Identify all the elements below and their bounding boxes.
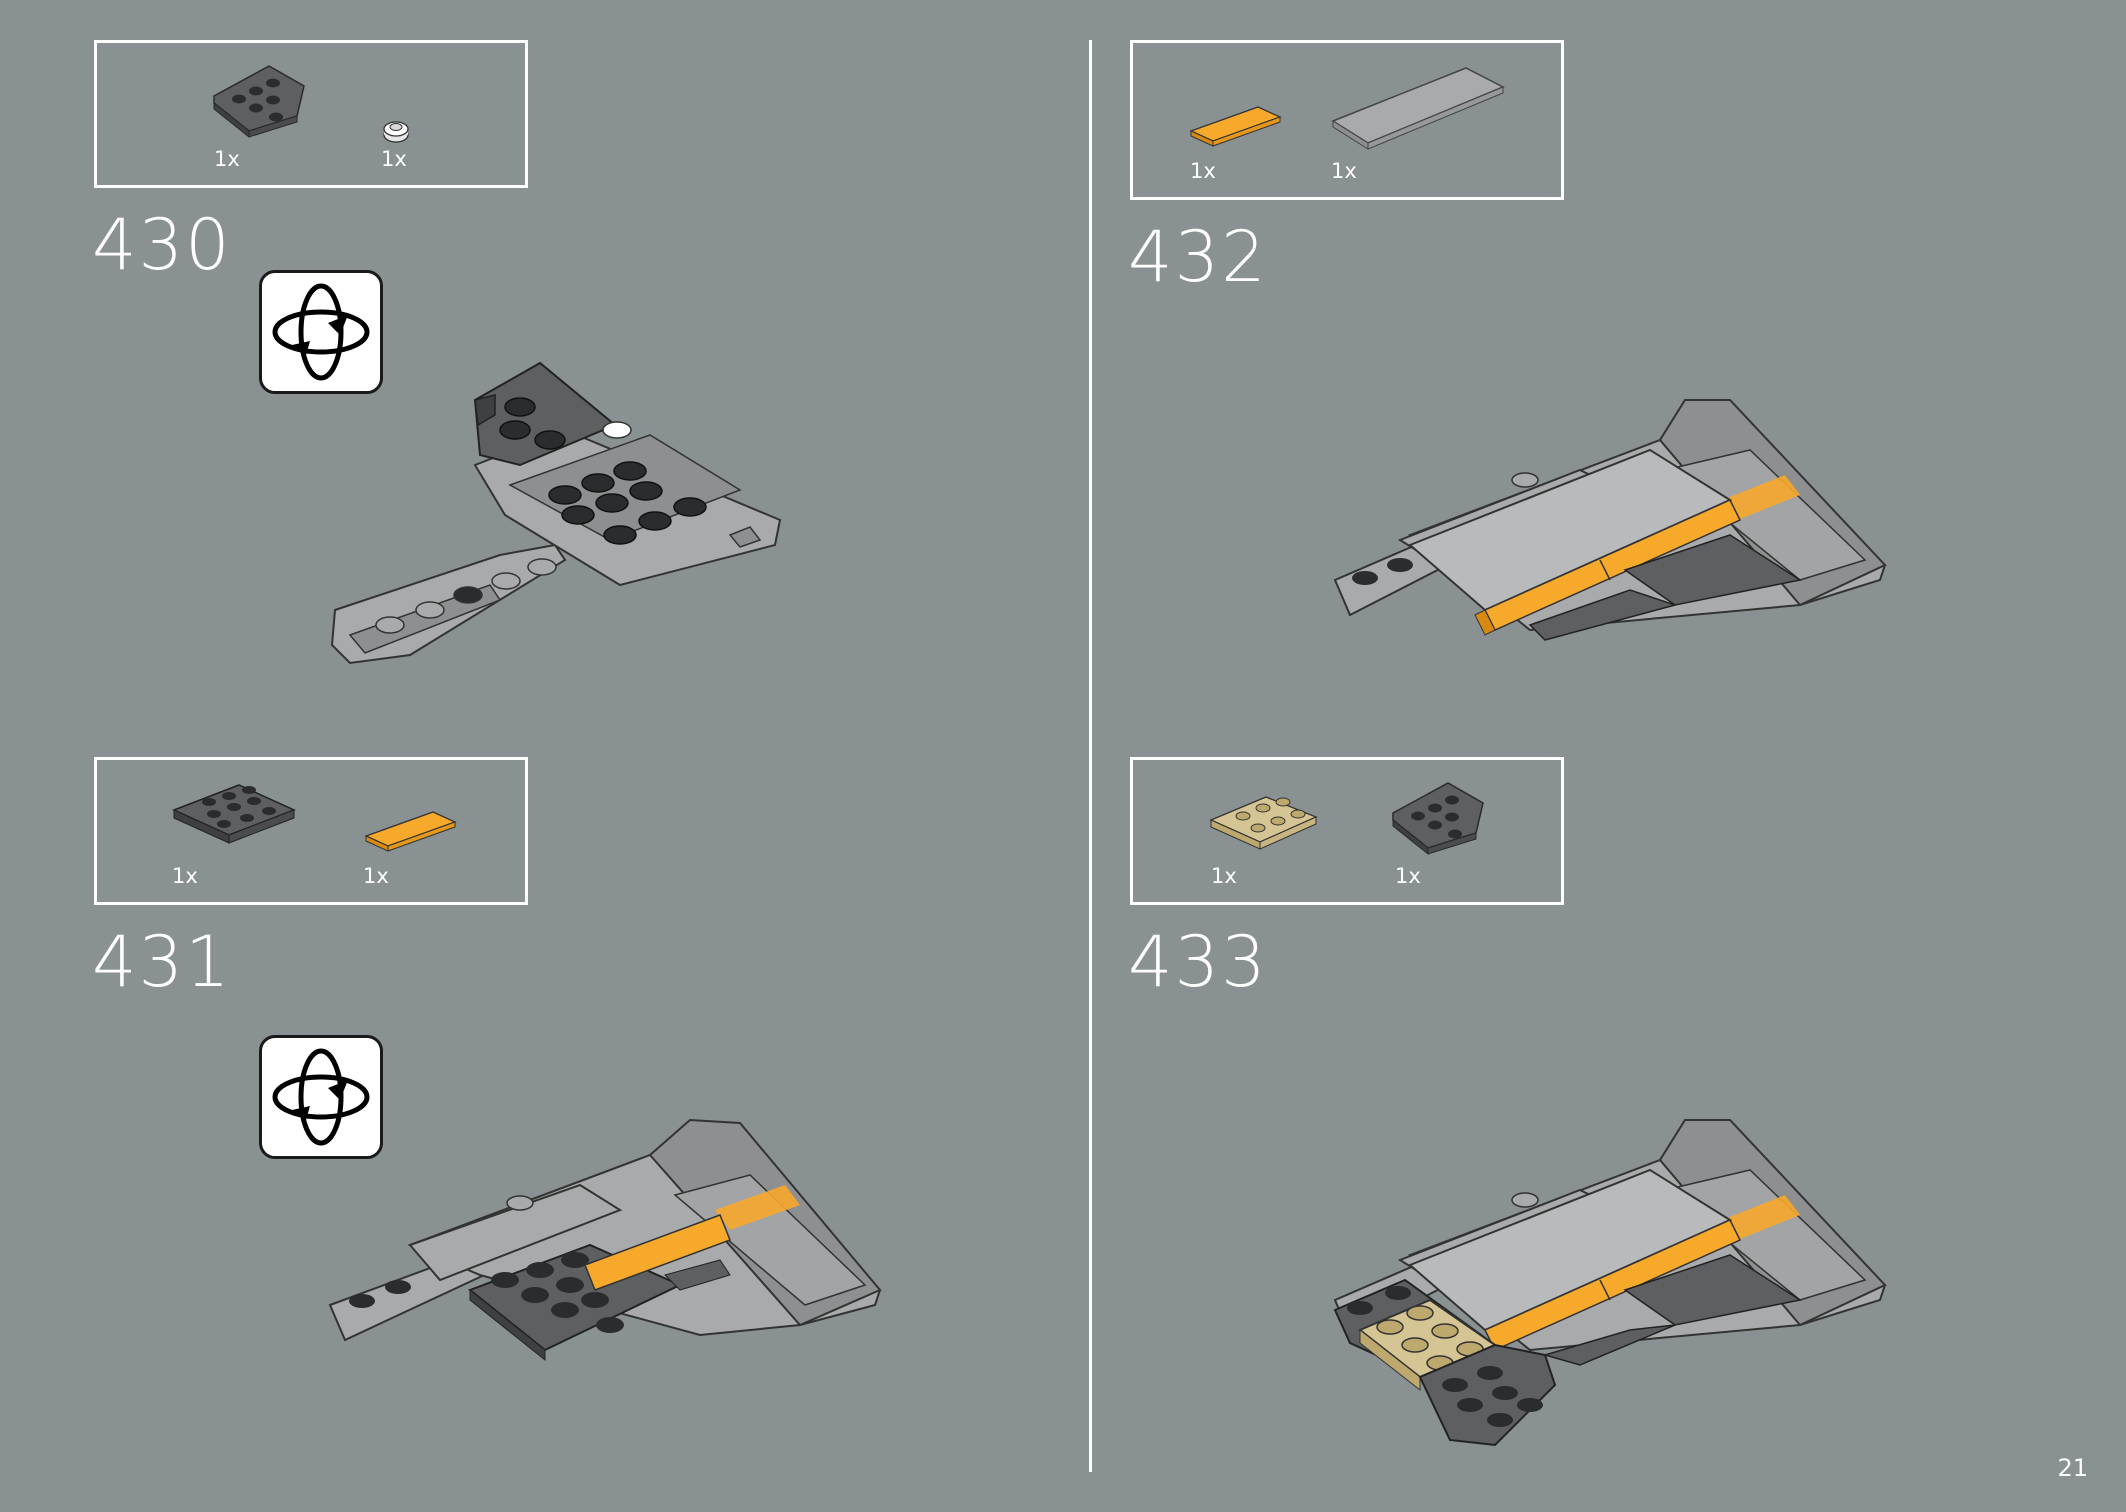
round-plate-white-icon (383, 121, 409, 143)
parts-box-step-433: 1x 1x (1130, 757, 1564, 905)
part-qty: 1x (1331, 159, 1357, 183)
step-number: 433 (1128, 921, 1268, 1003)
step-number: 430 (92, 204, 232, 286)
plate-2x3-tan-icon (1209, 796, 1318, 850)
parts-box-step-430: 1x 1x (94, 40, 528, 188)
parts-box-step-432: 1x 1x (1130, 40, 1564, 200)
tile-orange-icon (1189, 106, 1282, 147)
model-step-433 (1333, 1119, 1887, 1447)
tile-long-light-gray-icon (1331, 67, 1505, 150)
rotate-model-icon (259, 270, 383, 394)
page-divider (1089, 40, 1092, 1472)
part-qty: 1x (1190, 159, 1216, 183)
parts-box-step-431: 1x 1x (94, 757, 528, 905)
model-step-432 (1333, 399, 1887, 641)
part-qty: 1x (1395, 864, 1421, 888)
model-step-430 (330, 361, 782, 665)
part-qty: 1x (214, 147, 240, 171)
step-number: 431 (92, 921, 232, 1003)
step-number: 432 (1128, 216, 1268, 298)
wedge-plate-dark-gray-icon (213, 65, 305, 139)
page-number: 21 (2057, 1454, 2088, 1482)
wedge-plate-dark-gray-icon (1392, 782, 1484, 856)
model-step-431 (328, 1118, 882, 1362)
part-qty: 1x (381, 147, 407, 171)
tile-orange-icon (364, 811, 457, 852)
rotate-model-icon (259, 1035, 383, 1159)
part-qty: 1x (172, 864, 198, 888)
plate-3x3-dark-gray-icon (172, 784, 296, 844)
part-qty: 1x (363, 864, 389, 888)
part-qty: 1x (1211, 864, 1237, 888)
